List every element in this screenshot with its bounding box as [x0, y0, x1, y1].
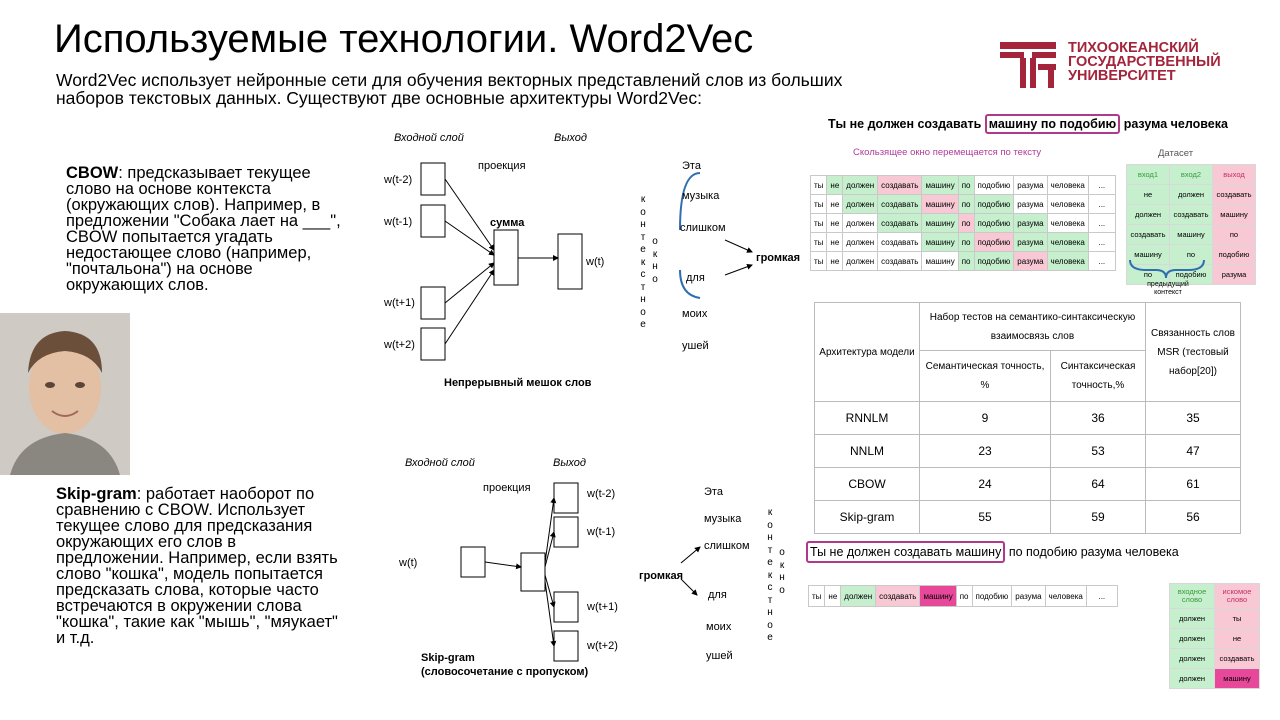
skipgram-diagram: Входной слой Выход проекция w(t) w(t-2) … [399, 457, 785, 678]
sliding-cell: машину [921, 175, 959, 195]
sliding-cell: машину [921, 213, 959, 233]
cbow-diagram: Входной слой Выход проекция сумма w(t-2)… [384, 132, 801, 389]
sliding-cell: не [826, 175, 844, 195]
sliding-cell: ... [1087, 232, 1116, 252]
speaker-photo [0, 313, 130, 475]
sliding-cell: ... [1087, 251, 1116, 271]
sliding-cell: не [826, 213, 844, 233]
sliding-cell: по [957, 213, 975, 233]
sliding-cell: создавать [877, 175, 923, 195]
skip-window-table: ты не должен создавать машину по подобию… [807, 585, 1118, 607]
sliding-cell: ты [809, 175, 828, 195]
dataset-title: Датасет [1158, 148, 1194, 159]
sliding-cell: должен [842, 232, 879, 252]
sliding-cell: ты [809, 213, 828, 233]
sliding-cell: по [957, 194, 975, 214]
sliding-cell: машину [921, 251, 959, 271]
cbow-description: CBOW: предсказывает текущее слово на осн… [66, 164, 341, 294]
sliding-cell: человека [1046, 194, 1089, 214]
sliding-cell: подобию [973, 213, 1015, 233]
sliding-cell: ты [809, 251, 828, 271]
sliding-cell: создавать [877, 232, 923, 252]
sliding-cell: разума [1013, 251, 1048, 271]
slide-title: Используемые технологии. Word2Vec [54, 17, 754, 61]
sliding-cell: не [826, 232, 844, 252]
sliding-cell: разума [1013, 175, 1048, 195]
sliding-cell: ... [1087, 194, 1116, 214]
sliding-cell: не [826, 194, 844, 214]
sliding-cell: разума [1013, 213, 1048, 233]
skipgram-description: Skip-gram: работает наоборот по сравнени… [56, 485, 338, 647]
sliding-cell: ты [809, 194, 828, 214]
sliding-caption: Скользящее окно перемещается по тексту [853, 147, 1042, 158]
sliding-cell: разума [1013, 232, 1048, 252]
sliding-cell: по [957, 232, 975, 252]
sliding-cell: ты [809, 232, 828, 252]
results-table: Архитектура модели Набор тестов на семан… [814, 301, 1241, 534]
intro-text: Word2Vec использует нейронные сети для о… [56, 70, 843, 108]
sliding-cell: создавать [877, 251, 923, 271]
sliding-cell: подобию [973, 175, 1015, 195]
sliding-sentence: Ты не должен создавать машину по подобию… [828, 114, 1228, 134]
sliding-cell: человека [1046, 213, 1089, 233]
sliding-cell: подобию [973, 232, 1015, 252]
sliding-cell: создавать [877, 194, 923, 214]
context-brace-icon [1129, 259, 1205, 279]
sliding-cell: разума [1013, 194, 1048, 214]
university-logo-icon [1000, 42, 1056, 88]
sliding-cell: должен [842, 194, 879, 214]
sliding-cell: подобию [973, 251, 1015, 271]
sliding-cell: не [826, 251, 844, 271]
sliding-cell: человека [1046, 251, 1089, 271]
sliding-cell: машину [921, 232, 959, 252]
sliding-cell: человека [1046, 175, 1089, 195]
sliding-cell: человека [1046, 232, 1089, 252]
sliding-cell: должен [842, 213, 879, 233]
sliding-cell: по [957, 251, 975, 271]
sliding-cell: ... [1087, 213, 1116, 233]
sliding-cell: по [957, 175, 975, 195]
sliding-cell: ... [1087, 175, 1116, 195]
skip-sentence: Ты не должен создавать машину по подобию… [806, 541, 1179, 563]
sliding-cell: должен [842, 175, 879, 195]
prev-context-label: предыдущий контекст [1147, 281, 1189, 296]
sliding-cell: подобию [973, 194, 1015, 214]
sliding-cell: создавать [877, 213, 923, 233]
university-name: ТИХООКЕАНСКИЙ ГОСУДАРСТВЕННЫЙ УНИВЕРСИТЕ… [1068, 40, 1221, 84]
sliding-cell: машину [921, 194, 959, 214]
sliding-cell: должен [842, 251, 879, 271]
